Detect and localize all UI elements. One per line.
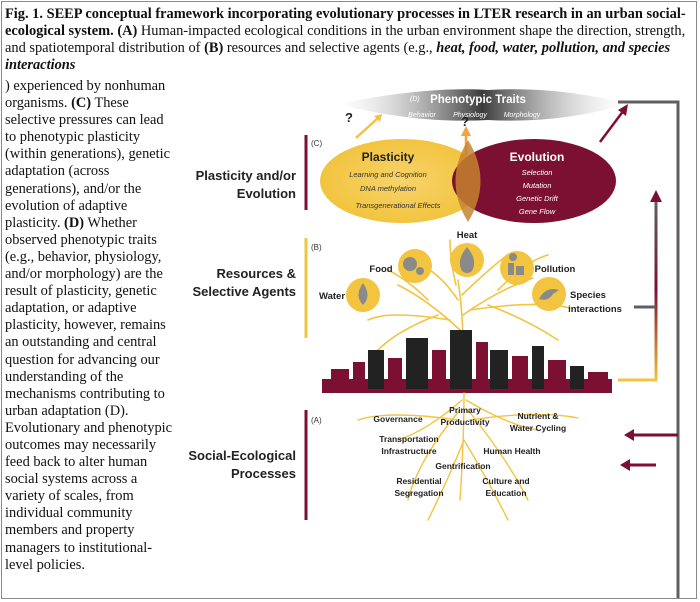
agent-food: Food: [369, 264, 392, 275]
question-mark-center: ?: [461, 114, 469, 129]
arrow-head-right: [618, 104, 628, 116]
plasticity-item-2: DNA methylation: [360, 184, 416, 193]
water-drop-icon: [358, 283, 368, 305]
figure-caption-top: Fig. 1. SEEP conceptual framework incorp…: [5, 6, 687, 74]
caption-b-text: resources and selective agents (e.g.,: [226, 40, 433, 56]
plasticity-item-1: Learning and Cognition: [349, 170, 427, 179]
feedback-arrow-head-3: [620, 459, 630, 471]
pollution-icon-2: [516, 266, 524, 275]
process-primary-1: Primary: [449, 405, 481, 415]
phenotypic-behavior: Behavior: [408, 112, 436, 119]
process-residential-2: Segregation: [394, 488, 443, 498]
tree-roots: [357, 392, 579, 521]
evolution-ellipse: [452, 139, 616, 223]
evolution-item-2: Mutation: [523, 181, 552, 190]
arrow-head-center: [461, 126, 471, 136]
evolution-title: Evolution: [510, 150, 565, 164]
plasticity-title: Plasticity: [362, 150, 415, 164]
section-a-marker: (A): [311, 416, 322, 425]
process-primary-2: Productivity: [440, 417, 489, 427]
evolution-item-3: Genetic Drift: [516, 194, 559, 203]
caption-b-examples: heat, food, water, pollution, and specie…: [5, 40, 671, 73]
food-icon-2: [416, 267, 424, 275]
process-gentrification: Gentrification: [435, 461, 490, 471]
caption-b-marker: (B): [204, 40, 224, 56]
pollution-smoke-icon: [509, 253, 517, 261]
section-d-marker: (D): [410, 96, 420, 103]
plasticity-item-3: Transgenerational Effects: [356, 201, 441, 210]
framework-diagram: (C) (B) (A) Plasticity and/or Evolution …: [188, 80, 694, 598]
process-residential-1: Residential: [396, 476, 441, 486]
feedback-line-outer: [618, 100, 680, 598]
section-b-marker: (B): [311, 243, 322, 252]
heat-flame-icon: [459, 247, 475, 273]
caption-d-text: Whether observed phenotypic traits (e.g.…: [5, 214, 173, 573]
agent-heat: Heat: [457, 230, 478, 241]
agent-pollution: Pollution: [535, 264, 576, 275]
agent-species-1: Species: [570, 290, 606, 301]
label-resources-2: Selective Agents: [192, 284, 296, 299]
label-processes-2: Processes: [231, 466, 296, 481]
section-c-marker: (C): [311, 139, 322, 148]
phenotypic-physiology: Physiology: [453, 112, 487, 119]
ellipse-overlap: [455, 140, 481, 222]
label-plasticity-evolution-1: Plasticity and/or: [196, 168, 296, 183]
process-transportation-1: Transportation: [379, 434, 439, 444]
arrow-evolution-to-traits: [599, 109, 625, 143]
phenotypic-title: Phenotypic Traits: [430, 94, 526, 106]
label-resources-1: Resources &: [217, 266, 296, 281]
process-culture-1: Culture and: [482, 476, 529, 486]
arrow-head-left: [374, 114, 382, 122]
caption-a-marker: (A): [117, 23, 138, 39]
species-bird-icon: [539, 289, 559, 300]
caption-c-text: These selective pressures can lead to ph…: [5, 95, 171, 231]
caption-a-text: Human-impacted ecological conditions in …: [5, 23, 686, 56]
pollution-icon: [508, 263, 514, 275]
label-processes-1: Social-Ecological: [188, 448, 296, 463]
city-skyline: [322, 330, 612, 393]
phenotypic-morphology: Morphology: [504, 112, 541, 119]
feedback-arrow-head-1: [624, 429, 634, 441]
process-governance: Governance: [373, 414, 422, 424]
evolution-item-1: Selection: [522, 168, 553, 177]
arrow-plasticity-to-traits: [355, 117, 379, 139]
figure-caption-left: ) experienced by nonhuman organisms. (C)…: [5, 78, 177, 574]
process-nutrient-1: Nutrient &: [517, 411, 558, 421]
food-icon: [403, 257, 417, 271]
process-culture-2: Education: [485, 488, 526, 498]
evolution-item-4: Gene Flow: [519, 207, 556, 216]
caption-c-marker: (C): [71, 95, 92, 112]
process-human-health: Human Health: [483, 446, 540, 456]
feedback-line-inner: [618, 200, 658, 382]
agent-water: Water: [319, 291, 345, 302]
caption-fig-label: Fig. 1. SEEP conceptual framework incorp…: [5, 6, 686, 39]
agent-species-2: interactions: [568, 304, 622, 315]
plasticity-ellipse: [320, 139, 484, 223]
process-transportation-2: Infrastructure: [381, 446, 437, 456]
label-plasticity-evolution-2: Evolution: [237, 186, 296, 201]
process-nutrient-2: Water Cycling: [510, 423, 566, 433]
caption-d-marker: (D): [64, 214, 85, 231]
caption-b-text-2: ) experienced by nonhuman organisms.: [5, 78, 166, 112]
question-mark-left: ?: [345, 110, 353, 125]
phenotypic-banner: [336, 89, 628, 121]
feedback-arrow-head-2: [650, 190, 662, 202]
